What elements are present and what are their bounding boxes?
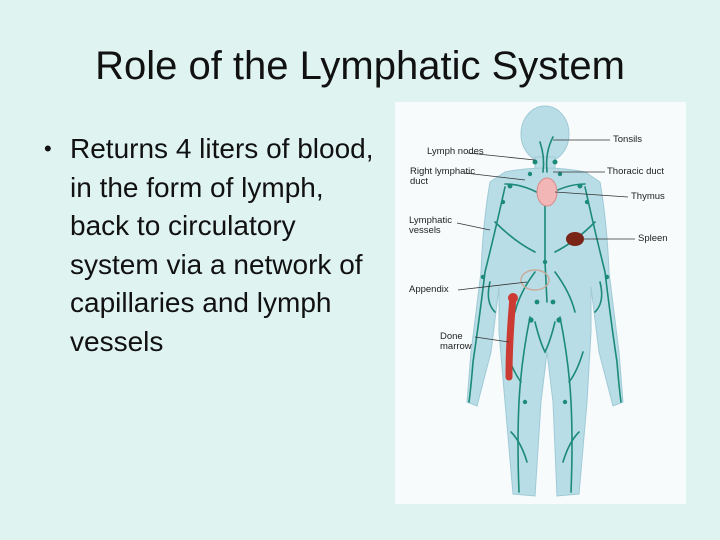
label-thymus: Thymus <box>631 191 665 202</box>
label-tonsils: Tonsils <box>613 134 643 145</box>
thymus-organ <box>536 177 558 207</box>
slide-title: Role of the Lymphatic System <box>95 44 625 88</box>
label-appendix: Appendix <box>409 284 449 295</box>
label-bone-marrow: Done marrow <box>440 331 472 352</box>
label-thoracic-duct: Thoracic duct <box>607 166 665 177</box>
label-lymphatic-vessels: Lymphatic vessels <box>409 215 452 236</box>
body-illustration <box>456 105 635 497</box>
bullet-item: • Returns 4 liters of blood, in the form… <box>44 130 384 361</box>
body-silhouette <box>466 105 624 497</box>
lymphatic-system-diagram: Tonsils Lymph nodes Right lymphatic duct… <box>395 102 686 504</box>
label-right-lymphatic-duct: Right lymphatic duct <box>410 166 475 187</box>
bullet-symbol: • <box>44 136 52 161</box>
label-lymph-nodes: Lymph nodes <box>427 146 484 157</box>
bone-marrow-femur <box>505 293 517 381</box>
label-leader-lines <box>456 139 635 343</box>
bullet-list: • Returns 4 liters of blood, in the form… <box>44 130 384 361</box>
intestine-region <box>520 269 550 291</box>
label-spleen: Spleen <box>638 233 668 244</box>
bullet-text: Returns 4 liters of blood, in the form o… <box>70 133 374 357</box>
spleen-organ <box>566 232 584 246</box>
lymph-nodes <box>480 159 610 405</box>
